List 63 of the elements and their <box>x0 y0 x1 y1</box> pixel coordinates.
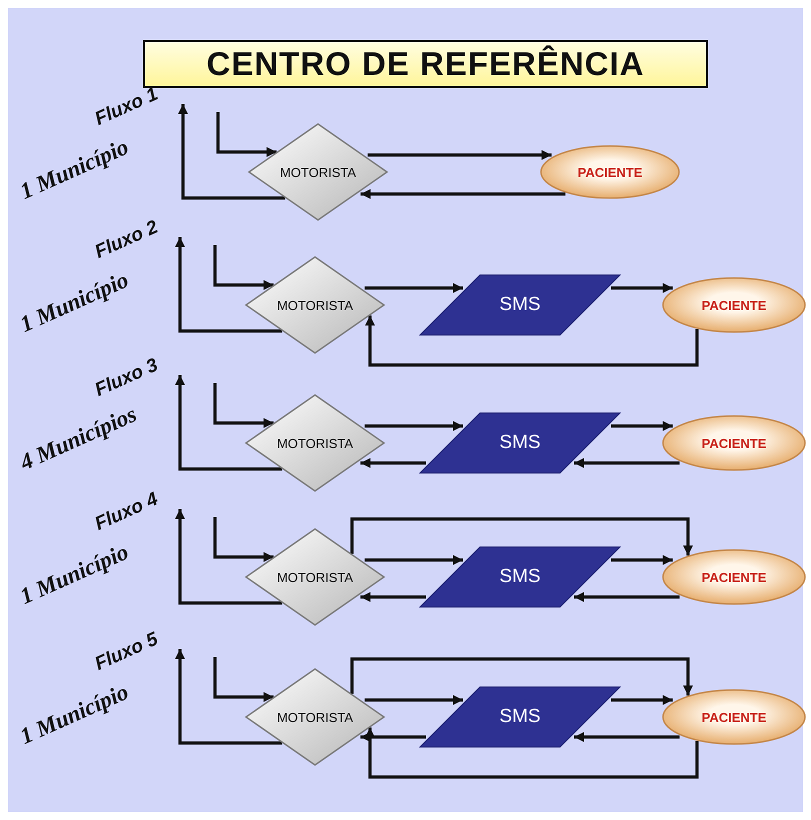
data-parallelogram <box>420 413 620 473</box>
arrow <box>574 732 680 742</box>
arrow <box>213 657 274 702</box>
node-label: MOTORISTA <box>276 570 354 584</box>
arrow <box>364 421 463 431</box>
arrow <box>574 458 680 468</box>
decision-diamond <box>248 123 388 221</box>
arrow <box>365 728 699 779</box>
decision-diamond <box>245 668 385 766</box>
node-label: MOTORISTA <box>276 710 354 724</box>
arrow <box>365 316 699 367</box>
node-label: MOTORISTA <box>276 436 354 450</box>
arrow <box>213 517 274 562</box>
arrow <box>611 283 673 293</box>
title-banner: CENTRO DE REFERÊNCIA <box>143 40 708 88</box>
arrow <box>364 555 463 565</box>
data-parallelogram <box>420 547 620 607</box>
arrow <box>360 732 426 742</box>
decision-diamond <box>245 394 385 492</box>
node-label: PACIENTE <box>702 436 766 450</box>
data-parallelogram <box>420 687 620 747</box>
data-parallelogram <box>420 275 620 335</box>
terminal-ellipse <box>540 145 680 199</box>
arrow <box>574 592 680 602</box>
node-label: SMS <box>499 566 541 588</box>
arrow <box>213 245 274 290</box>
node-label: PACIENTE <box>578 164 642 180</box>
arrow <box>175 649 282 745</box>
arrow <box>364 283 463 293</box>
arrow <box>611 421 673 431</box>
flow-label: Fluxo 2 <box>92 218 161 262</box>
node-label: SMS <box>499 706 541 728</box>
arrow <box>216 112 277 157</box>
node-label: MOTORISTA <box>276 298 354 312</box>
arrow <box>350 517 693 556</box>
node-label: PACIENTE <box>702 570 766 584</box>
terminal-ellipse <box>662 549 806 605</box>
node-label: PACIENTE <box>702 298 766 312</box>
node-label: PACIENTE <box>702 710 766 724</box>
arrow <box>368 150 552 160</box>
arrow <box>360 592 426 602</box>
terminal-ellipse <box>662 277 806 333</box>
arrow <box>360 458 426 468</box>
flow-label: Fluxo 4 <box>92 490 161 534</box>
arrow <box>350 657 693 696</box>
flow-label: Fluxo 5 <box>92 630 161 674</box>
terminal-ellipse <box>662 689 806 745</box>
decision-diamond <box>245 256 385 354</box>
flow-label: Fluxo 3 <box>92 356 161 400</box>
arrow <box>364 695 463 705</box>
node-label: MOTORISTA <box>280 164 356 180</box>
arrow <box>611 555 673 565</box>
arrow <box>175 509 282 605</box>
arrow <box>175 375 282 471</box>
arrow <box>360 189 566 199</box>
decision-diamond <box>245 528 385 626</box>
arrow <box>611 695 673 705</box>
terminal-ellipse <box>662 415 806 471</box>
arrow <box>213 383 274 428</box>
arrow <box>175 237 282 333</box>
arrow <box>178 104 286 200</box>
node-label: SMS <box>499 294 541 316</box>
node-label: SMS <box>499 432 541 454</box>
